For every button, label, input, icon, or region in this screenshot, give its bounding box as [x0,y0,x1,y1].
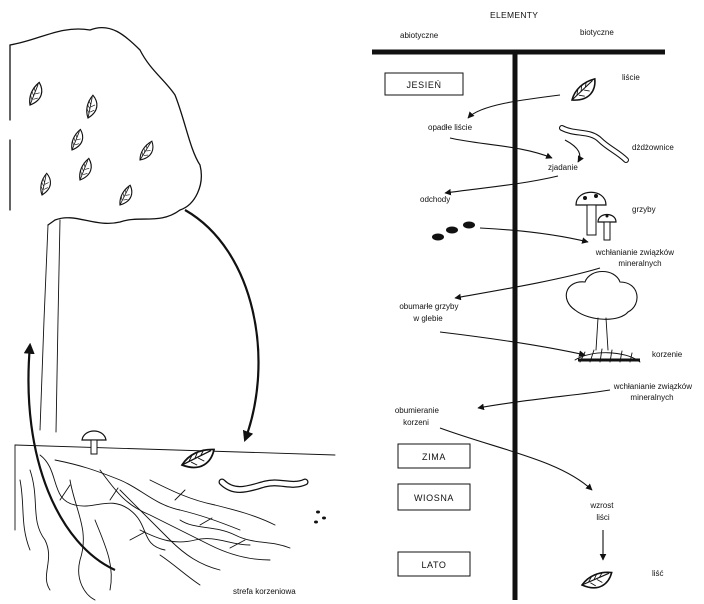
flow-chart: ELEMENTY abiotyczne biotyczne JESIEŃ ZIM… [372,10,694,600]
canopy-leaf [116,184,136,207]
season-box-summer: LATO [398,552,470,576]
arrow-worm-to-eating [565,140,580,162]
tree-trunk [40,225,48,430]
label-dying-roots: obumieranie korzeni [395,406,441,427]
tree-icon [566,272,640,363]
arrow-roots-to-dying-roots [478,390,610,408]
season-box-spring: WIOSNA [398,484,470,510]
label-leaves: liście [622,73,640,82]
leaf-icon-top [568,77,601,105]
tree-canopy-outline [10,28,201,225]
canopy-leaves [25,81,157,207]
label-fungi: grzyby [632,205,656,214]
label-leaf: liść [652,569,664,578]
arrow-droppings-to-absorption [480,228,588,242]
season-box-winter: ZIMA [398,444,470,468]
abiotic-column-header: abiotyczne [400,31,439,40]
left-illustration: strefa korzeniowa [10,28,335,600]
arrow-leaf-fall-to-eating [450,138,552,158]
elements-header: ELEMENTY [490,10,538,20]
svg-text:JESIEŃ: JESIEŃ [406,80,441,90]
label-eating: zjadanie [548,163,578,172]
droppings-icon [432,222,475,241]
label-leaf-fall: opadłe liście [428,123,473,132]
season-box-autumn: JESIEŃ [385,73,463,95]
canopy-leaf [136,140,157,163]
label-leaf-growth: wzrost liści [589,501,615,522]
root-network [20,455,290,600]
svg-text:ZIMA: ZIMA [422,452,446,462]
ground-line [15,445,335,455]
canopy-leaf [75,157,95,182]
canopy-leaf [83,94,100,119]
label-excrement: odchody [420,195,450,204]
mushroom-icon [576,192,616,240]
canopy-leaf [25,81,46,107]
falling-leaf-arrow [185,210,259,440]
svg-text:WIOSNA: WIOSNA [414,493,454,503]
label-earthworms: dżdżownice [632,143,674,152]
biotic-column-header: biotyczne [580,28,614,37]
canopy-leaf [68,128,87,152]
label-roots: korzenie [652,350,683,359]
label-absorption-1: wchłanianie związków mineralnych [595,248,677,268]
ground-mushroom [82,431,106,454]
svg-text:LATO: LATO [421,560,446,570]
canopy-leaf [37,173,53,197]
droppings [314,511,326,524]
label-dead-fungi: obumarłe grzyby w glebie [399,302,460,323]
label-absorption-2: wchłanianie związków mineralnych [613,382,695,402]
root-zone-caption: strefa korzeniowa [233,587,296,596]
leaf-icon-bottom [580,570,614,591]
arrow-eating-to-excrement [445,176,558,193]
